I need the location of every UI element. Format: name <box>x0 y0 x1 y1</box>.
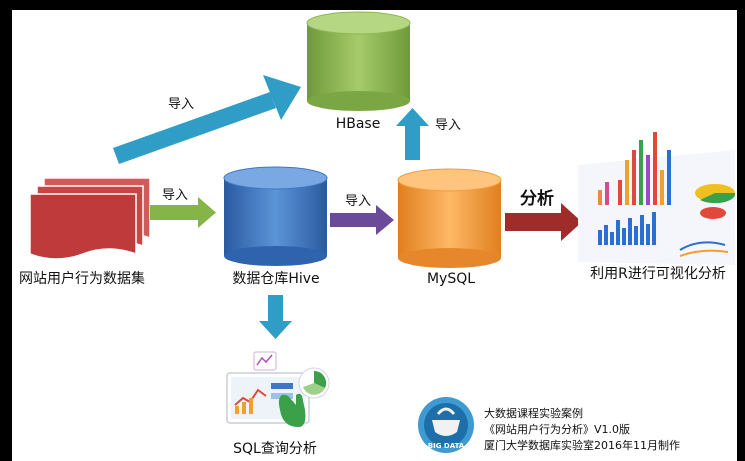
logo-text: BIG DATA <box>428 442 465 450</box>
edge-label-import-mysql-hbase: 导入 <box>435 118 461 133</box>
sql-query-label: SQL查询分析 <box>233 441 317 457</box>
arrow-mysql-to-r <box>505 203 582 241</box>
sql-analysis-icon <box>226 351 330 428</box>
arrow-dataset-to-hive <box>150 197 216 228</box>
r-visualization-icon <box>578 132 736 265</box>
dataset-documents-icon <box>29 177 151 260</box>
r-viz-label: 利用R进行可视化分析 <box>590 266 726 282</box>
footer-line3: 厦门大学数据库实验室2016年11月制作 <box>484 438 680 452</box>
hbase-cylinder <box>306 11 411 111</box>
arrow-hive-to-sql <box>259 295 292 339</box>
bigdata-logo: BIG DATA <box>418 397 474 453</box>
hive-cylinder <box>223 166 328 266</box>
arrow-hive-to-mysql <box>330 205 394 235</box>
edge-label-import-hbase: 导入 <box>168 97 194 112</box>
mysql-label: MySQL <box>427 271 475 287</box>
edge-label-analyze: 分析 <box>520 188 554 209</box>
footer-line1: 大数据课程实验案例 <box>484 406 583 420</box>
dataset-label: 网站用户行为数据集 <box>19 270 145 287</box>
hive-label: 数据仓库Hive <box>232 271 319 287</box>
hbase-label: HBase <box>336 116 381 132</box>
edge-label-import-mysql: 导入 <box>345 194 371 209</box>
arrow-mysql-to-hbase <box>396 108 429 160</box>
edge-label-import-hive: 导入 <box>162 188 188 203</box>
mysql-cylinder <box>397 168 502 268</box>
footer-line2: 《网站用户行为分析》V1.0版 <box>484 422 630 436</box>
arrow-dataset-to-hbase <box>113 75 301 164</box>
